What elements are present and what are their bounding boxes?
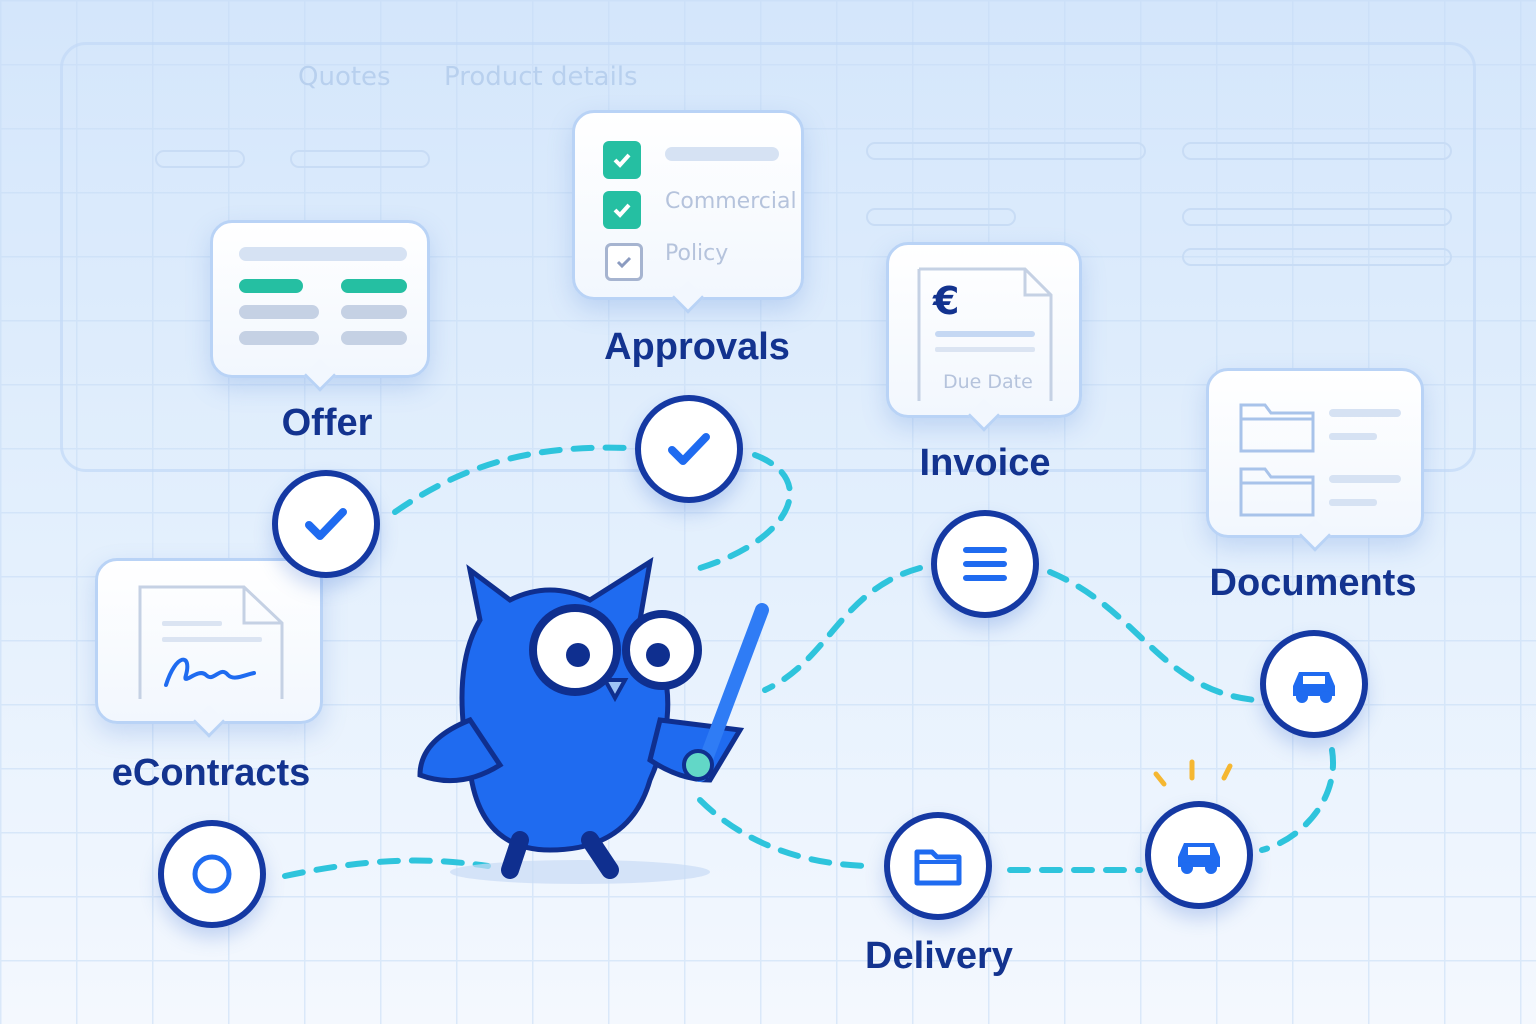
checked-checkbox bbox=[603, 191, 641, 229]
background-bar bbox=[866, 208, 1016, 226]
check-icon bbox=[668, 433, 710, 465]
documents-step-node[interactable] bbox=[1260, 630, 1368, 738]
background-bar bbox=[866, 142, 1146, 160]
sparkle-icon bbox=[1153, 759, 1233, 787]
background-bar bbox=[290, 150, 430, 168]
documents-label: Documents bbox=[1209, 562, 1417, 604]
delivery-label: Delivery bbox=[865, 935, 1013, 977]
offer-step-node[interactable] bbox=[272, 470, 380, 578]
background-tab-product-details: Product details bbox=[444, 62, 638, 92]
documents-card bbox=[1206, 368, 1424, 538]
background-bar bbox=[155, 150, 245, 168]
background-bar bbox=[1182, 248, 1452, 266]
approval-item-policy: Policy bbox=[665, 241, 729, 266]
list-icon bbox=[963, 547, 1007, 581]
circle-icon bbox=[192, 854, 232, 894]
delivery-step-node[interactable] bbox=[884, 812, 992, 920]
approval-item-commercial: Commercial bbox=[665, 189, 797, 214]
car-icon bbox=[1178, 843, 1220, 874]
signed-contract-icon bbox=[138, 585, 284, 699]
invoice-label: Invoice bbox=[919, 442, 1051, 484]
invoice-step-node[interactable] bbox=[931, 510, 1039, 618]
offer-label: Offer bbox=[281, 402, 373, 444]
econtracts-label: eContracts bbox=[111, 752, 311, 794]
owl-mascot bbox=[417, 556, 769, 884]
background-bar bbox=[1182, 208, 1452, 226]
approvals-label: Approvals bbox=[604, 326, 790, 368]
background-window bbox=[60, 42, 1476, 472]
folders-icon bbox=[1239, 403, 1401, 517]
invoice-card: € Due Date bbox=[886, 242, 1082, 418]
invoice-document-icon bbox=[917, 267, 1053, 401]
background-tab-quotes: Quotes bbox=[298, 62, 391, 92]
folder-icon bbox=[914, 849, 962, 886]
euro-symbol: € bbox=[933, 279, 960, 323]
car-icon bbox=[1293, 672, 1335, 703]
due-date-field: Due Date bbox=[943, 371, 1033, 393]
offer-card bbox=[210, 220, 430, 378]
background-bar bbox=[1182, 142, 1452, 160]
econtracts-card bbox=[95, 558, 323, 724]
econtracts-step-node[interactable] bbox=[158, 820, 266, 928]
approvals-card: Commercial Policy bbox=[572, 110, 804, 300]
check-icon bbox=[305, 508, 347, 540]
approvals-step-node[interactable] bbox=[635, 395, 743, 503]
checked-checkbox bbox=[603, 141, 641, 179]
car-step-node[interactable] bbox=[1145, 801, 1253, 909]
unchecked-checkbox bbox=[605, 243, 643, 281]
